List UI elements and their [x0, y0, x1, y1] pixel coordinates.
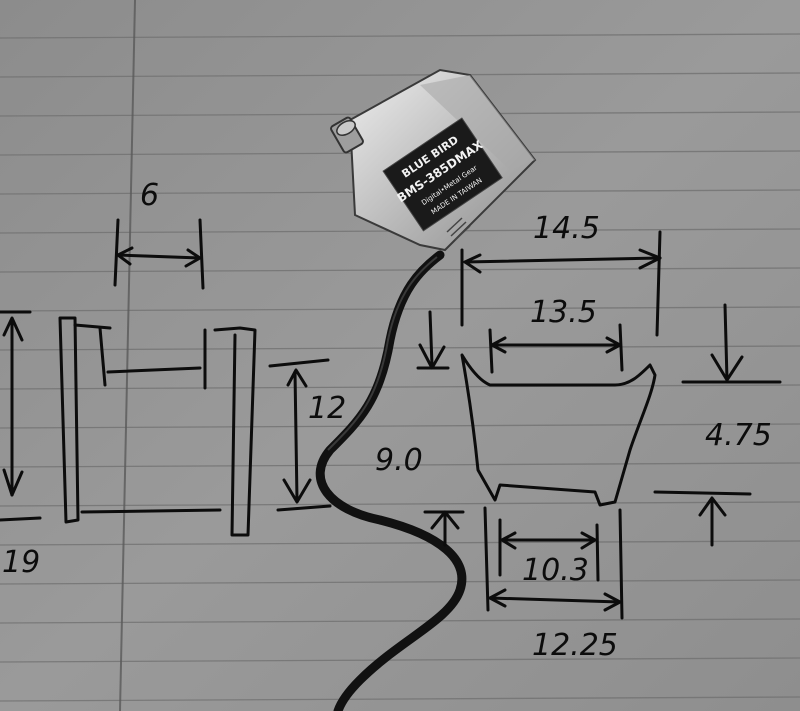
servo-cable [315, 250, 467, 711]
output-shaft [330, 116, 364, 154]
margin-line [119, 0, 136, 711]
dim-13-5: 13.5 [530, 295, 597, 330]
dim-14-5: 14.5 [533, 211, 600, 246]
dim-12: 12 [308, 391, 346, 426]
dim-19: 19 [2, 545, 40, 580]
dim-4-75: 4.75 [705, 418, 772, 453]
dim-12-25: 12.25 [532, 628, 618, 663]
servo-label: BLUE BIRD BMS-385DMAX Digital•Metal Gear… [382, 117, 503, 232]
bracket-front-sketch [416, 230, 782, 620]
bracket-side-sketch [0, 218, 332, 537]
dim-10-3: 10.3 [522, 553, 589, 588]
servo-cable-highlight [327, 256, 438, 451]
servo-motor: BLUE BIRD BMS-385DMAX Digital•Metal Gear… [330, 68, 537, 252]
dim-9-0: 9.0 [375, 443, 423, 478]
dim-6: 6 [140, 178, 159, 213]
servo-vents [446, 217, 471, 241]
